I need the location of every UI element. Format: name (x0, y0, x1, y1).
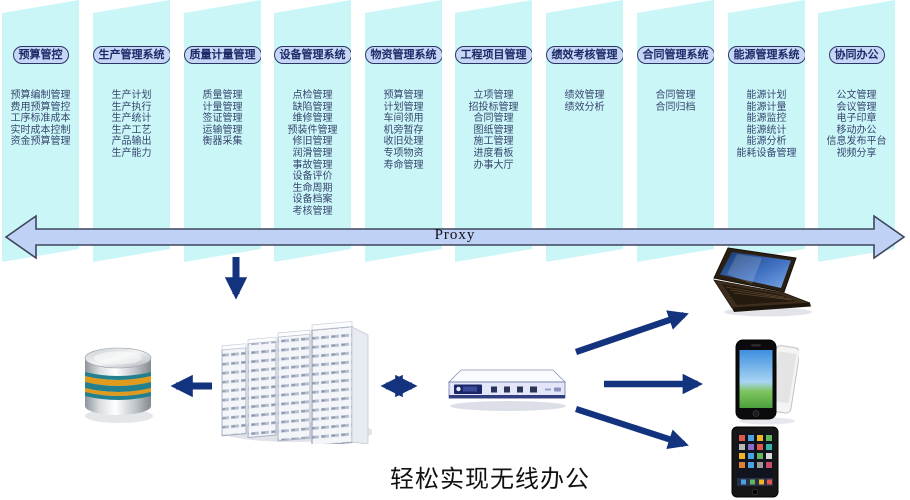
column-collab-office: 协同办公 公文管理会议管理电子印章移动办公信息发布平台视频分享 (818, 0, 895, 262)
column-items: 点检管理缺陷管理维修管理预装件管理修旧管理润滑管理事故管理设备评价生命周期设备档… (274, 90, 351, 218)
column-title: 合同管理系统 (637, 46, 715, 64)
module-item: 设备评价 (292, 171, 333, 183)
column-items: 生产计划生产执行生产统计生产工艺产品输出生产能力 (93, 90, 170, 160)
column-equipment-mgmt: 设备管理系统 点检管理缺陷管理维修管理预装件管理修旧管理润滑管理事故管理设备评价… (274, 0, 351, 262)
module-item: 计划管理 (383, 101, 424, 113)
module-item: 合同归档 (655, 101, 696, 113)
module-item: 能耗设备管理 (736, 147, 797, 159)
module-item: 实时成本控制 (10, 124, 71, 136)
module-item: 会议管理 (836, 101, 877, 113)
module-item: 生产工艺 (111, 124, 152, 136)
module-item: 车间领用 (383, 113, 424, 125)
module-item: 电子印章 (836, 113, 877, 125)
column-title: 绩效考核管理 (546, 46, 624, 64)
module-item: 移动办公 (836, 124, 877, 136)
module-item: 公文管理 (836, 90, 877, 101)
column-items: 合同管理合同归档 (637, 90, 714, 113)
module-item: 产品输出 (111, 136, 152, 148)
module-item: 维修管理 (292, 113, 333, 125)
column-items: 预算编制管理费用预算管控工序标准成本实时成本控制资金预算管理 (2, 90, 79, 148)
column-items: 能源计划能源计量能源监控能源统计能源分析能耗设备管理 (728, 90, 805, 160)
module-item: 寿命管理 (383, 159, 424, 171)
caption: 轻松实现无线办公 (390, 467, 590, 493)
module-item: 能源分析 (746, 136, 787, 148)
module-item: 施工管理 (473, 136, 514, 148)
module-item: 预算编制管理 (10, 90, 71, 101)
module-item: 能源计量 (746, 101, 787, 113)
column-quality-metering: 质量计量管理 质量管理计量管理签证管理运输管理衡器采集 (184, 0, 261, 262)
column-title: 预算管控 (13, 46, 69, 64)
module-item: 生产能力 (111, 147, 152, 159)
module-item: 机旁暂存 (383, 124, 424, 136)
column-items: 绩效管理绩效分析 (546, 90, 623, 113)
module-item: 进度看板 (473, 147, 514, 159)
column-title: 协同办公 (829, 46, 885, 64)
module-item: 修旧管理 (292, 136, 333, 148)
module-item: 点检管理 (292, 90, 333, 101)
module-item: 质量管理 (202, 90, 243, 101)
laptop-arrow-icon (574, 310, 689, 356)
column-items: 公文管理会议管理电子印章移动办公信息发布平台视频分享 (818, 90, 895, 160)
module-item: 收旧处理 (383, 136, 424, 148)
module-item: 润滑管理 (292, 147, 333, 159)
module-item: 立项管理 (473, 90, 514, 101)
column-title: 能源管理系统 (728, 46, 806, 64)
module-item: 费用预算管控 (10, 101, 71, 113)
module-item: 资金预算管理 (10, 136, 71, 148)
module-item: 能源统计 (746, 124, 787, 136)
module-item: 合同管理 (655, 90, 696, 101)
module-item: 能源监控 (746, 113, 787, 125)
module-item: 专项物资 (383, 147, 424, 159)
column-title: 设备管理系统 (274, 46, 352, 64)
column-title: 物资管理系统 (365, 46, 443, 64)
column-items: 立项管理招投标管理合同管理图纸管理施工管理进度看板办事大厅 (455, 90, 532, 171)
proxy-arrow (4, 214, 906, 260)
column-energy-mgmt: 能源管理系统 能源计划能源计量能源监控能源统计能源分析能耗设备管理 (728, 0, 805, 262)
module-item: 招投标管理 (468, 101, 519, 113)
router-icon (448, 369, 566, 411)
column-production-mgmt: 生产管理系统 生产计划生产执行生产统计生产工艺产品输出生产能力 (93, 0, 170, 262)
module-item: 计量管理 (202, 101, 243, 113)
module-item: 预算管理 (383, 90, 424, 101)
module-item: 生产执行 (111, 101, 152, 113)
module-item: 事故管理 (292, 159, 333, 171)
column-items: 质量管理计量管理签证管理运输管理衡器采集 (184, 90, 261, 148)
tablet-arrow-icon (575, 405, 689, 450)
column-title: 质量计量管理 (184, 46, 262, 64)
module-item: 运输管理 (202, 124, 243, 136)
server-cluster-icon (221, 321, 372, 444)
column-contract-mgmt: 合同管理系统 合同管理合同归档 (637, 0, 714, 262)
smartphone-icon (735, 339, 799, 425)
column-title: 工程项目管理 (455, 46, 533, 64)
module-item: 签证管理 (202, 113, 243, 125)
column-budget-control: 预算管控 预算编制管理费用预算管控工序标准成本实时成本控制资金预算管理 (2, 0, 79, 262)
column-project-mgmt: 工程项目管理 立项管理招投标管理合同管理图纸管理施工管理进度看板办事大厅 (455, 0, 532, 262)
module-item: 合同管理 (473, 113, 514, 125)
module-item: 图纸管理 (473, 124, 514, 136)
proxy-label: Proxy (434, 227, 476, 243)
module-item: 信息发布平台 (826, 136, 887, 148)
module-item: 缺陷管理 (292, 101, 333, 113)
module-item: 绩效管理 (564, 90, 605, 101)
module-item: 办事大厅 (473, 159, 514, 171)
column-title: 生产管理系统 (93, 46, 171, 64)
column-materials-mgmt: 物资管理系统 预算管理计划管理车间领用机旁暂存收旧处理专项物资寿命管理 (365, 0, 442, 262)
module-item: 生产计划 (111, 90, 152, 101)
module-item: 设备档案 (292, 194, 333, 206)
tablet-icon (731, 426, 779, 498)
module-item: 工序标准成本 (10, 113, 71, 125)
module-item: 能源计划 (746, 90, 787, 101)
module-item: 生产统计 (111, 113, 152, 125)
module-item: 生命周期 (292, 182, 333, 194)
column-items: 预算管理计划管理车间领用机旁暂存收旧处理专项物资寿命管理 (365, 90, 442, 171)
column-performance-mgmt: 绩效考核管理 绩效管理绩效分析 (546, 0, 623, 262)
module-item: 视频分享 (836, 147, 877, 159)
module-item: 考核管理 (292, 205, 333, 217)
module-item: 衡器采集 (202, 136, 243, 148)
module-item: 绩效分析 (564, 101, 605, 113)
database-icon (84, 347, 153, 423)
laptop-icon (713, 247, 812, 317)
module-item: 预装件管理 (287, 124, 338, 136)
